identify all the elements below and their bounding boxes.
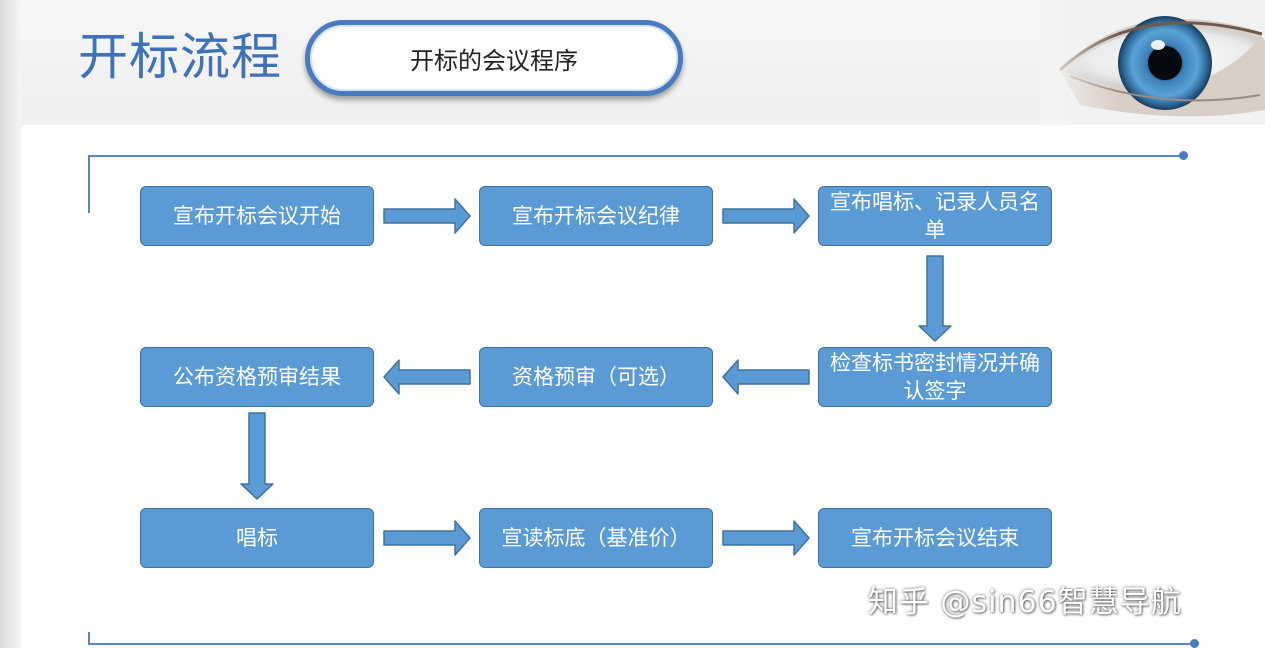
watermark: 知乎 @sin66智慧导航 [868, 577, 1182, 621]
arrow-right-1 [384, 199, 470, 233]
arrow-right-2 [723, 199, 809, 233]
arrow-left-2 [384, 360, 470, 394]
arrow-right-3 [384, 521, 470, 555]
arrow-down-2 [241, 413, 273, 499]
arrow-down-1 [919, 256, 951, 341]
arrow-right-4 [723, 521, 809, 555]
arrow-left-1 [723, 360, 809, 394]
